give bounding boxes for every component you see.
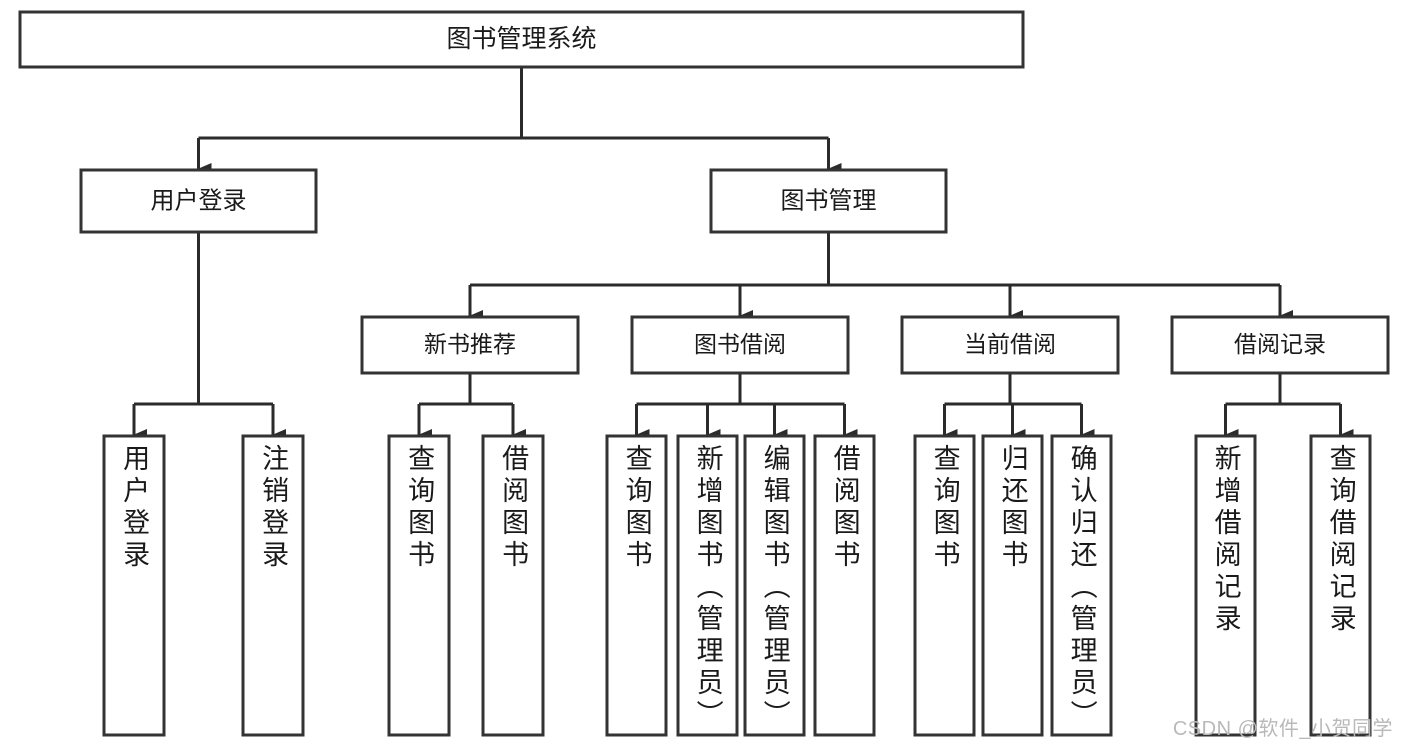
node-label: 新书推荐 <box>424 331 516 357</box>
node-leaf-query-book-2[interactable] <box>605 434 668 737</box>
node-current-borrow[interactable]: 当前借阅 <box>900 315 1120 375</box>
node-box[interactable] <box>102 434 166 737</box>
node-box[interactable] <box>709 168 948 234</box>
node-new-book-rec[interactable]: 新书推荐 <box>360 315 580 375</box>
node-leaf-query-record[interactable] <box>1309 434 1372 737</box>
node-box[interactable] <box>981 434 1044 737</box>
connector-group-book-manage <box>468 232 1293 322</box>
node-leaf-borrow-book-2[interactable] <box>813 434 876 737</box>
node-box[interactable] <box>241 434 305 737</box>
node-box[interactable] <box>18 10 1025 69</box>
node-box[interactable] <box>79 168 318 234</box>
node-leaf-query-book-1[interactable] <box>387 434 451 737</box>
node-box[interactable] <box>913 434 976 737</box>
connector-group-root <box>197 67 842 175</box>
node-leaf-user-login[interactable] <box>102 434 166 737</box>
node-label: 用户登录 <box>151 187 247 214</box>
csdn-watermark: CSDN @软件_小贺同学 <box>1172 718 1393 740</box>
node-box[interactable] <box>1050 434 1113 737</box>
node-borrow-record[interactable]: 借阅记录 <box>1170 315 1390 375</box>
node-label: 当前借阅 <box>964 331 1056 357</box>
node-leaf-confirm-return[interactable] <box>1050 434 1113 737</box>
node-box[interactable] <box>743 434 806 737</box>
node-book-borrow[interactable]: 图书借阅 <box>630 315 850 375</box>
node-root[interactable]: 图书管理系统 <box>18 10 1025 69</box>
node-box[interactable] <box>360 315 580 375</box>
node-box[interactable] <box>900 315 1120 375</box>
node-label: 图书管理系统 <box>446 25 596 53</box>
node-leaf-edit-book[interactable] <box>743 434 806 737</box>
node-box[interactable] <box>605 434 668 737</box>
node-label: 图书借阅 <box>694 331 786 357</box>
connector-group-user-login <box>132 232 286 441</box>
connector-group-new-book-rec <box>417 373 526 441</box>
node-book-manage[interactable]: 图书管理 <box>709 168 948 234</box>
node-leaf-borrow-book-1[interactable] <box>481 434 545 737</box>
node-box[interactable] <box>387 434 451 737</box>
node-box[interactable] <box>813 434 876 737</box>
node-leaf-query-book-3[interactable] <box>913 434 976 737</box>
node-label: 借阅记录 <box>1234 331 1326 357</box>
node-box[interactable] <box>481 434 545 737</box>
node-box[interactable] <box>630 315 850 375</box>
node-leaf-add-book[interactable] <box>676 434 739 737</box>
node-label: 图书管理 <box>781 187 877 214</box>
connector-group-current-borrow <box>943 373 1095 441</box>
node-box[interactable] <box>1170 315 1390 375</box>
node-leaf-logout[interactable] <box>241 434 305 737</box>
connector-group-book-borrow <box>635 373 858 441</box>
node-box[interactable] <box>676 434 739 737</box>
node-leaf-add-record[interactable] <box>1194 434 1257 737</box>
connector-group-borrow-record <box>1224 373 1354 441</box>
node-leaf-return-book[interactable] <box>981 434 1044 737</box>
node-box[interactable] <box>1194 434 1257 737</box>
node-user-login[interactable]: 用户登录 <box>79 168 318 234</box>
connectors-layer <box>132 67 1354 441</box>
node-box[interactable] <box>1309 434 1372 737</box>
